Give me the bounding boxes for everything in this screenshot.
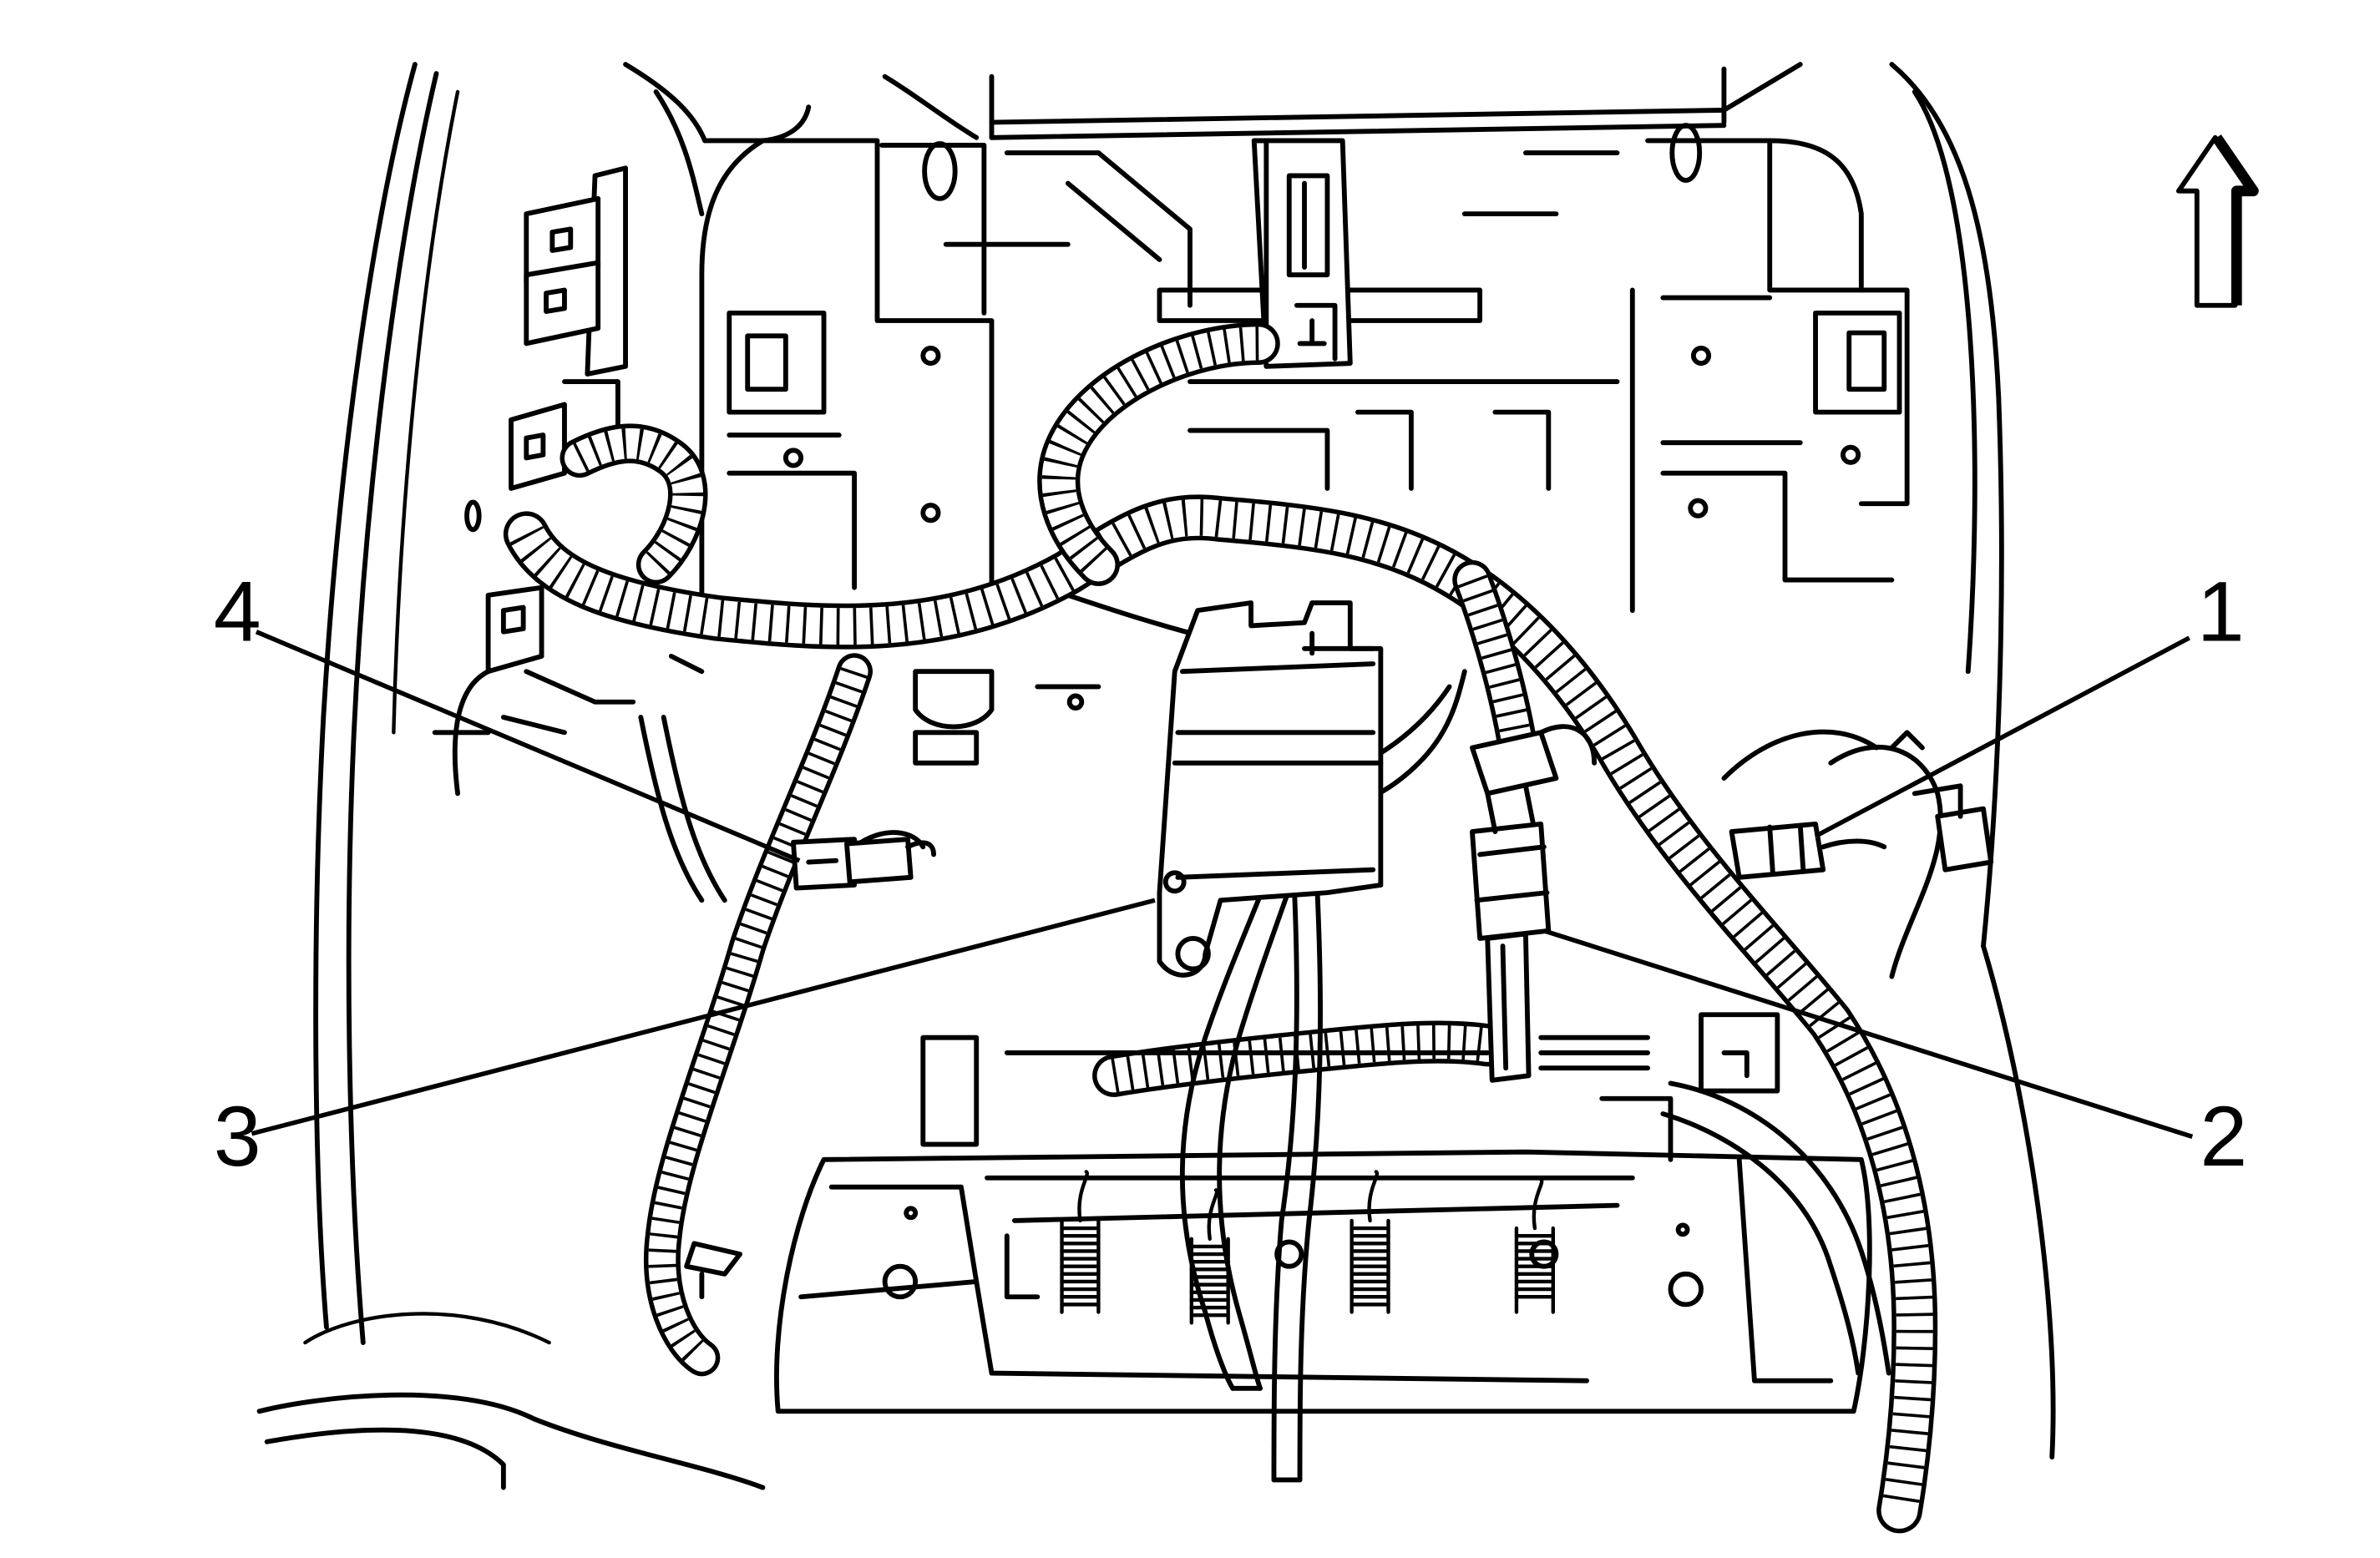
connector-1	[1729, 730, 1994, 880]
leader-2	[1543, 928, 2194, 1140]
callout-leaders	[251, 630, 2194, 1140]
main-wiring-harness	[503, 321, 1938, 1534]
cushion-frame	[774, 1012, 1872, 1414]
up-arrow-icon	[2175, 134, 2259, 308]
harness-clip	[684, 1241, 742, 1300]
callout-3: 3	[214, 1088, 261, 1184]
leader-4	[255, 630, 801, 863]
callout-2: 2	[2200, 1088, 2247, 1184]
callout-1: 1	[2197, 564, 2245, 660]
seat-frame	[623, 62, 1910, 766]
seat-trim-outline	[256, 62, 2056, 1490]
leader-1	[1814, 635, 2190, 838]
top-connector	[1251, 138, 1353, 369]
seat-springs	[1060, 1170, 1555, 1325]
connector-2	[1470, 724, 1598, 1083]
connector-4	[791, 837, 936, 891]
callout-4: 4	[214, 564, 261, 660]
leader-3	[251, 898, 1156, 1136]
callout-labels: 1 2 3 4	[214, 564, 2248, 1184]
left-connector-block	[432, 165, 636, 797]
seat-module	[1157, 600, 1384, 978]
